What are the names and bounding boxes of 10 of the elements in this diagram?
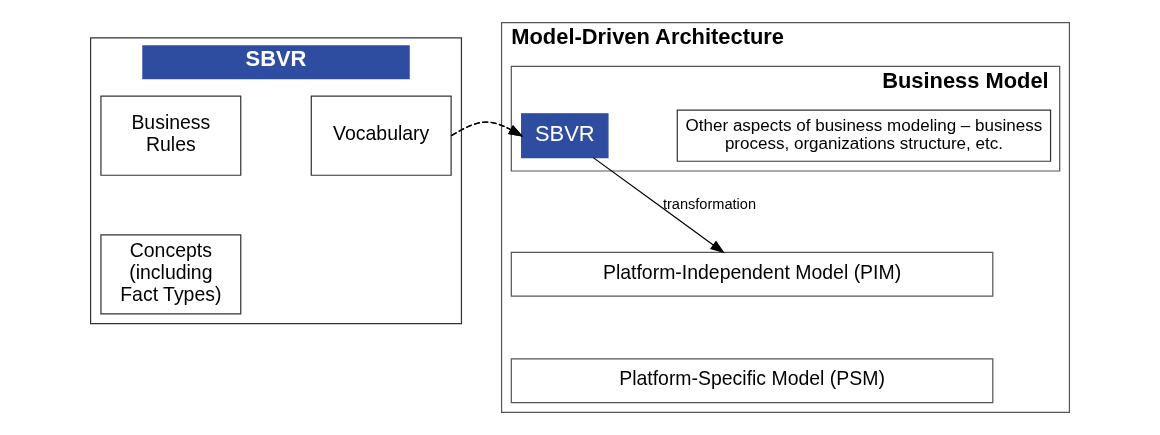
node-box: Platform-Specific Model (PSM) bbox=[510, 358, 994, 404]
arrow bbox=[592, 157, 725, 254]
arrow bbox=[450, 121, 524, 137]
node-box: Other aspects of business modeling – business process, organizations structure, etc. bbox=[676, 109, 1052, 162]
node-box: Platform-Independent Model (PIM) bbox=[510, 251, 994, 297]
edge-label: transformation bbox=[662, 195, 757, 212]
node-box: SBVR bbox=[521, 113, 609, 159]
node-box: Vocabulary bbox=[310, 95, 452, 176]
node-box: Business Rules bbox=[100, 95, 242, 176]
node-box: Concepts (including Fact Types) bbox=[100, 234, 242, 315]
